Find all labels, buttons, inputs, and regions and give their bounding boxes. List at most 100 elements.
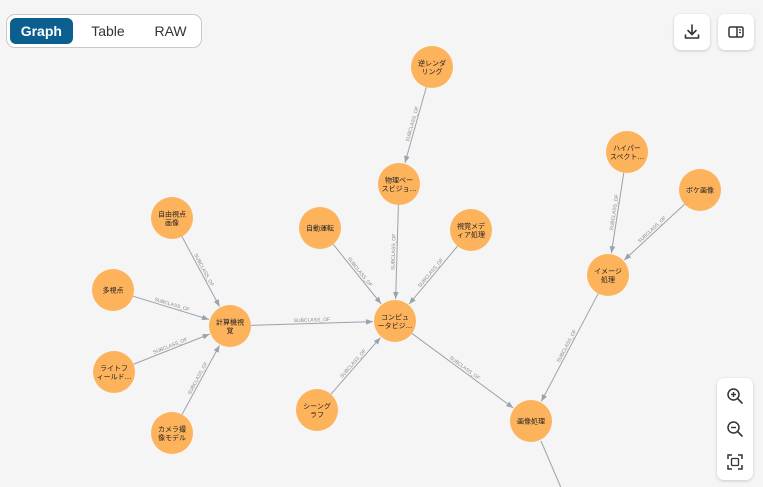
edge-camera_model-computational_vision[interactable]	[181, 345, 220, 415]
node-label: ィア処理	[457, 230, 485, 239]
node-circle[interactable]	[411, 46, 453, 88]
node-label: 自由視点	[158, 209, 186, 218]
edge-label: SUBCLASS_OF	[294, 317, 331, 324]
node-label: 計算機視	[216, 317, 244, 326]
node-autonomous_driving[interactable]: 自動運転	[299, 207, 341, 249]
zoom-out-icon	[727, 421, 743, 437]
node-label: スビジョ...	[382, 184, 417, 193]
edge-scene_graph-computer_vision[interactable]	[330, 337, 381, 395]
node-circle[interactable]	[93, 351, 135, 393]
node-circle[interactable]	[209, 305, 251, 347]
node-label: 視覚メデ	[457, 221, 485, 230]
node-label: 逆レンダ	[418, 58, 446, 67]
node-circle[interactable]	[296, 389, 338, 431]
node-hyperspectral[interactable]: ハイパースペクト...	[606, 131, 648, 173]
edge-image_processing-image_proc2[interactable]	[540, 293, 599, 402]
tab-raw[interactable]: RAW	[154, 23, 187, 39]
node-circle[interactable]	[92, 269, 134, 311]
node-label: ボケ画像	[686, 186, 714, 195]
edge-multiview-computational_vision[interactable]	[132, 295, 210, 321]
node-circle[interactable]	[606, 131, 648, 173]
edge-label: SUBCLASS_OF	[556, 329, 578, 364]
node-label: ハイパー	[613, 144, 641, 152]
zoom-out-button[interactable]	[717, 412, 753, 446]
edge-label: SUBCLASS_OF	[192, 253, 215, 288]
zoom-in-button[interactable]	[717, 379, 753, 413]
node-circle[interactable]	[151, 412, 193, 454]
edge-label: SUBCLASS_OF	[609, 194, 620, 231]
fit-screen-button[interactable]	[717, 445, 753, 479]
node-label: 覚	[227, 326, 234, 335]
node-circle[interactable]	[450, 209, 492, 251]
node-multiview[interactable]: 多視点	[92, 269, 134, 311]
node-label: イメージ	[594, 267, 622, 275]
edge-hyperspectral-image_processing[interactable]	[609, 172, 625, 254]
edge-label: SUBCLASS_OF	[154, 297, 191, 313]
edge-computer_vision-image_proc2[interactable]	[411, 333, 514, 409]
node-label: ータビジ...	[378, 321, 413, 330]
node-circle[interactable]	[374, 300, 416, 342]
edge-label: SUBCLASS_OF	[637, 215, 668, 244]
node-label: ライトフ	[100, 364, 128, 372]
download-icon	[684, 24, 700, 39]
side-panel-icon	[728, 26, 744, 38]
node-bokeh[interactable]: ボケ画像	[679, 169, 721, 211]
edge-bokeh-image_processing[interactable]	[623, 203, 685, 261]
node-label: スペクト...	[610, 153, 644, 161]
node-circle[interactable]	[151, 197, 193, 239]
node-label: 物理ベー	[385, 175, 413, 184]
node-label: 画像	[165, 218, 179, 227]
download-button[interactable]	[674, 14, 710, 50]
node-computer_vision[interactable]: コンピュータビジ...	[374, 300, 416, 342]
zoom-in-icon	[727, 388, 743, 404]
tab-table[interactable]: Table	[91, 23, 125, 39]
edge-label: SUBCLASS_OF	[417, 257, 445, 289]
node-label: ィールド...	[97, 373, 132, 381]
edge-light_field-computational_vision[interactable]	[133, 333, 210, 365]
node-circle[interactable]	[587, 254, 629, 296]
node-label: 処理	[601, 275, 615, 284]
node-circle[interactable]	[299, 207, 341, 249]
node-label: 像モデル	[158, 433, 186, 442]
view-mode-tabs: Graph Table RAW	[6, 14, 202, 48]
fit-screen-icon	[727, 454, 743, 470]
edge-label: SUBCLASS_OF	[346, 256, 374, 288]
edge-label: SUBCLASS_OF	[187, 361, 210, 396]
node-circle[interactable]	[378, 163, 420, 205]
node-label: リング	[422, 67, 443, 76]
node-label: 自動運転	[306, 224, 334, 233]
side-panel-button[interactable]	[718, 14, 754, 50]
edge-label: SUBCLASS_OF	[339, 348, 368, 379]
node-label: ラフ	[310, 411, 324, 419]
edge-label: SUBCLASS_OF	[448, 355, 481, 381]
node-image_proc2[interactable]: 画像処理	[510, 400, 552, 442]
edge-computational_vision-computer_vision[interactable]	[250, 319, 374, 326]
node-circle[interactable]	[679, 169, 721, 211]
edge-label: SUBCLASS_OF	[152, 337, 188, 356]
node-label: 多視点	[103, 286, 124, 295]
edge-free_viewpoint-computational_vision[interactable]	[181, 236, 221, 307]
node-label: カメラ撮	[158, 424, 186, 433]
node-light_field[interactable]: ライトフィールド...	[93, 351, 135, 393]
node-label: 画像処理	[517, 417, 545, 426]
edge-visual_media-computer_vision[interactable]	[408, 245, 458, 305]
node-label: シーング	[303, 401, 331, 410]
node-physics_vision[interactable]: 物理ベースビジョ...	[378, 163, 420, 205]
edge-inverse_rendering-physics_vision[interactable]	[404, 87, 427, 163]
edge-physics_vision-computer_vision[interactable]	[393, 204, 399, 300]
edge-label: SUBCLASS_OF	[390, 234, 397, 271]
node-circle[interactable]	[510, 400, 552, 442]
node-label: コンピュ	[381, 313, 409, 321]
edge-autonomous_driving-computer_vision[interactable]	[332, 244, 382, 305]
tab-graph[interactable]: Graph	[10, 18, 73, 44]
edge-offscreen	[540, 440, 562, 487]
